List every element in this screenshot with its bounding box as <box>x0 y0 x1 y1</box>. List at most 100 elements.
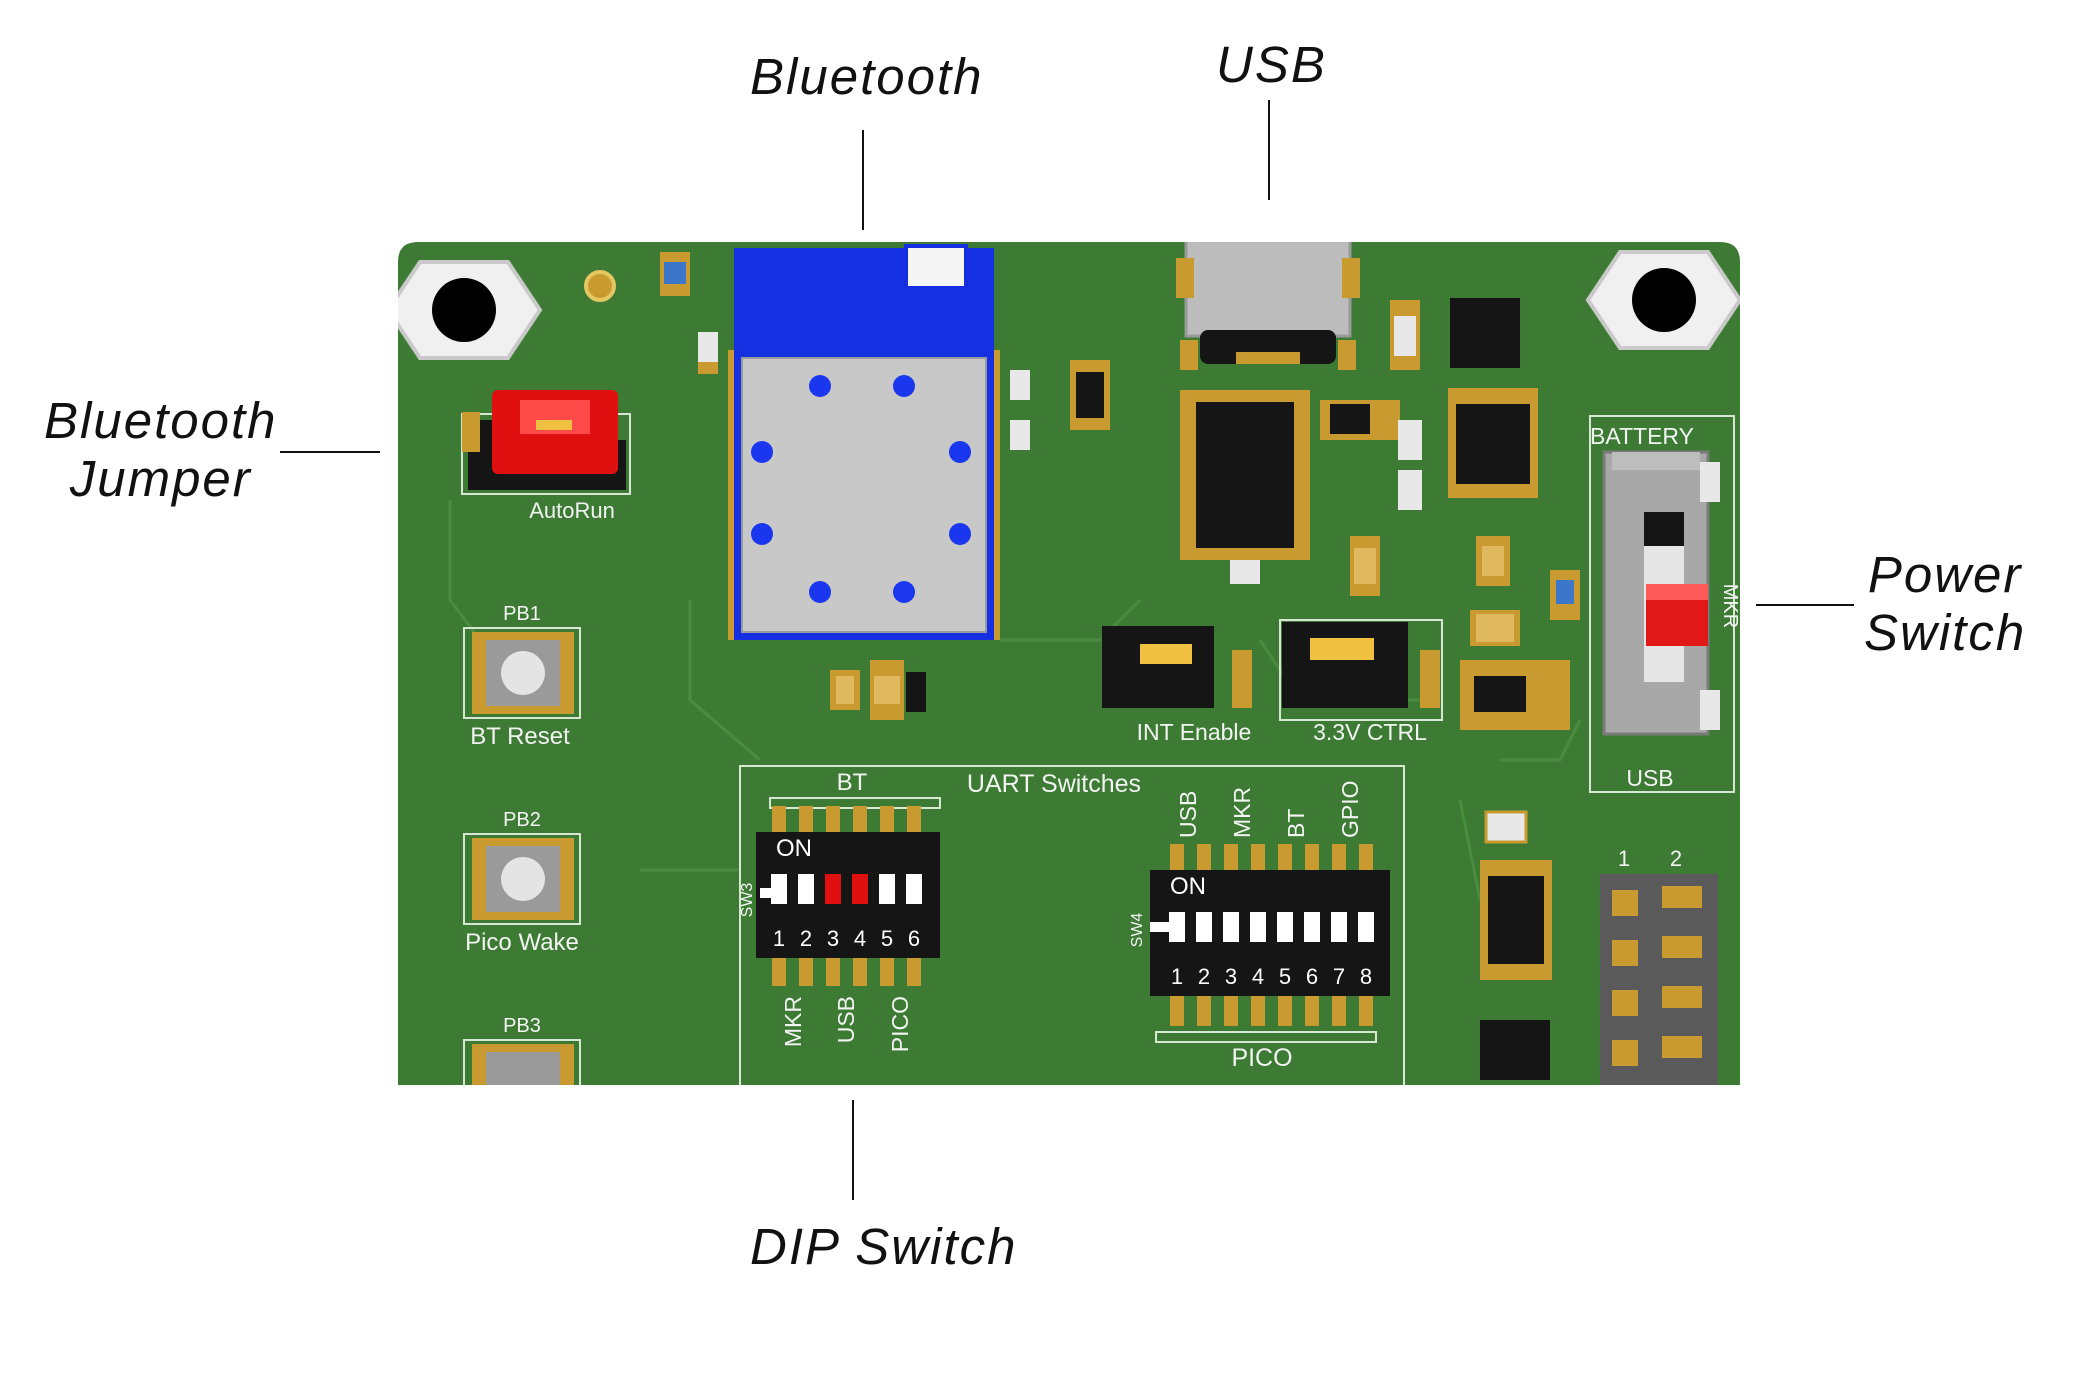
push-button-pb1: PB1 BT Reset <box>463 603 581 750</box>
sw3-pin-bottom <box>799 958 813 986</box>
sw4-actuator[interactable] <box>1223 912 1239 942</box>
sw4-actuator[interactable] <box>1358 912 1374 942</box>
ctrl-3v3-jumper: 3.3V CTRL <box>1279 619 1443 745</box>
label-mkr-switch: MKR <box>1719 584 1741 628</box>
sw4-pin-bottom <box>1170 996 1184 1026</box>
leader-dip-switch <box>852 1100 854 1200</box>
header-pin-1: 1 <box>1618 846 1630 871</box>
sw4-actuator[interactable] <box>1331 912 1347 942</box>
callout-power-switch: Power Switch <box>1864 546 2027 661</box>
label-pico-wake: Pico Wake <box>465 929 579 956</box>
power-switch: BATTERY MKR USB <box>1589 415 1741 793</box>
label-autorun: AutoRun <box>529 498 615 523</box>
sw3-actuator[interactable] <box>798 874 814 904</box>
callout-dip-switch: DIP Switch <box>750 1218 1018 1275</box>
bluetooth-jumper: AutoRun <box>461 390 631 523</box>
sw3-actuator[interactable] <box>879 874 895 904</box>
int-enable-jumper: INT Enable <box>1102 626 1252 745</box>
sw4-pin-top <box>1251 844 1265 870</box>
usb-connector <box>1176 242 1360 370</box>
label-pico-group: PICO <box>1231 1044 1292 1072</box>
sw4-actuator[interactable] <box>1169 912 1185 942</box>
sw3-bottom-label: USB <box>833 996 859 1043</box>
callout-bluetooth: Bluetooth <box>750 48 984 105</box>
sw4-position-number: 6 <box>1306 964 1318 989</box>
label-sw4: SW4 <box>1129 913 1146 948</box>
sw4-position-number: 7 <box>1333 964 1345 989</box>
sw3-position-number: 2 <box>800 926 812 951</box>
sw3-pin-top <box>772 806 786 832</box>
label-bt-reset: BT Reset <box>470 723 570 750</box>
via-pad <box>584 270 616 302</box>
sw3-pin-bottom <box>772 958 786 986</box>
sw4-pin-bottom <box>1224 996 1238 1026</box>
sw4-pin-top <box>1224 844 1238 870</box>
header-pin-2: 2 <box>1670 846 1682 871</box>
sw4-position-number: 2 <box>1198 964 1210 989</box>
label-bt-group: BT <box>837 769 868 796</box>
sw3-pin-bottom <box>853 958 867 986</box>
sw4-actuator[interactable] <box>1304 912 1320 942</box>
sw4-position-number: 8 <box>1360 964 1372 989</box>
sw3-actuator[interactable] <box>906 874 922 904</box>
sw4-pin-top <box>1278 844 1292 870</box>
sw3-actuator[interactable] <box>771 874 787 904</box>
callout-bluetooth-jumper: Bluetooth Jumper <box>44 392 278 507</box>
sw4-position-number: 5 <box>1279 964 1291 989</box>
sw3-bottom-label: PICO <box>887 996 913 1052</box>
sw4-pin-bottom <box>1251 996 1265 1026</box>
sw4-actuator[interactable] <box>1196 912 1212 942</box>
sw3-pin-bottom <box>907 958 921 986</box>
label-battery: BATTERY <box>1590 423 1694 449</box>
sw4-pin-top <box>1170 844 1184 870</box>
sw4-pin-top <box>1305 844 1319 870</box>
sw3-position-number: 6 <box>908 926 920 951</box>
sw3-pin-bottom <box>880 958 894 986</box>
sw4-pin-bottom <box>1332 996 1346 1026</box>
sw4-actuator[interactable] <box>1277 912 1293 942</box>
sw4-top-label: GPIO <box>1337 780 1363 838</box>
label-usb-switch: USB <box>1626 765 1673 791</box>
label-uart-switches: UART Switches <box>967 770 1141 798</box>
label-pb1: PB1 <box>503 603 541 625</box>
sw4-pin-top <box>1197 844 1211 870</box>
sw4-top-label: MKR <box>1229 787 1255 838</box>
leader-bluetooth <box>862 130 864 230</box>
dip-switch-sw4 <box>1150 870 1390 996</box>
sw4-pin-bottom <box>1359 996 1373 1026</box>
smd-components <box>660 252 1580 1080</box>
sw4-position-number: 1 <box>1171 964 1183 989</box>
sw3-position-number: 1 <box>773 926 785 951</box>
sw3-actuator[interactable] <box>825 874 841 904</box>
sw3-pin-bottom <box>826 958 840 986</box>
sw3-actuator[interactable] <box>852 874 868 904</box>
label-pb3: PB3 <box>503 1015 541 1037</box>
mounting-hole-left <box>398 260 543 360</box>
label-sw3: SW3 <box>739 883 756 918</box>
push-button-pb2: PB2 Pico Wake <box>463 809 581 956</box>
label-sw3-on: ON <box>776 835 812 862</box>
sw4-actuator[interactable] <box>1250 912 1266 942</box>
mounting-hole-right <box>1585 250 1740 350</box>
sw3-pin-top <box>853 806 867 832</box>
sw3-pin-top <box>880 806 894 832</box>
sw3-position-number: 5 <box>881 926 893 951</box>
label-int-enable: INT Enable <box>1137 719 1252 745</box>
sw4-pin-top <box>1359 844 1373 870</box>
pin-header: 1 2 <box>1600 846 1718 1085</box>
leader-bluetooth-jumper <box>280 451 380 453</box>
sw4-pin-bottom <box>1305 996 1319 1026</box>
sw4-position-number: 4 <box>1252 964 1264 989</box>
sw3-position-number: 3 <box>827 926 839 951</box>
label-ctrl-3v3: 3.3V CTRL <box>1313 719 1427 745</box>
sw4-position-number: 3 <box>1225 964 1237 989</box>
sw4-top-label: USB <box>1175 791 1201 838</box>
sw4-top-label: BT <box>1283 809 1309 838</box>
label-sw4-on: ON <box>1170 873 1206 900</box>
label-pb2: PB2 <box>503 809 541 831</box>
sw3-position-number: 4 <box>854 926 866 951</box>
sw3-pin-top <box>799 806 813 832</box>
sw4-pin-bottom <box>1278 996 1292 1026</box>
